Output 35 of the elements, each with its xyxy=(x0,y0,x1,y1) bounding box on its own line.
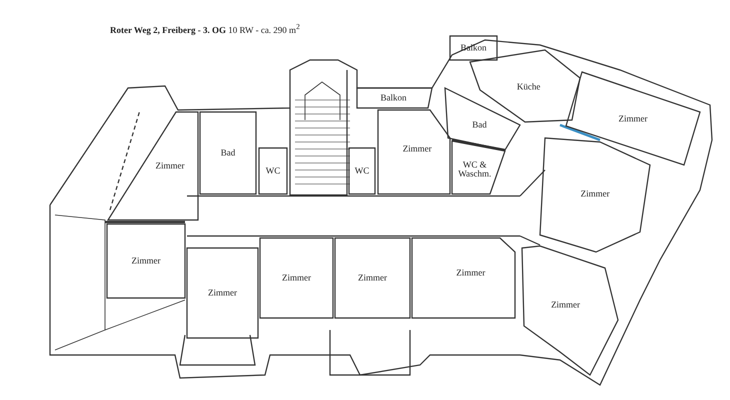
room-name: Zimmer xyxy=(456,268,486,278)
room-name: Balkon xyxy=(380,93,406,103)
room xyxy=(259,148,287,194)
room xyxy=(412,238,515,318)
room-name: WC & Waschm. xyxy=(457,160,492,180)
room-name: Zimmer xyxy=(208,288,237,298)
room-name: Zimmer xyxy=(156,161,184,171)
room-name: Küche xyxy=(516,82,540,92)
room xyxy=(200,112,256,194)
room-name: Zimmer xyxy=(618,114,648,124)
room-name: Zimmer xyxy=(132,256,160,266)
room xyxy=(540,138,650,252)
room xyxy=(522,246,618,375)
room-name: Zimmer xyxy=(551,300,580,310)
room-name: Zimmer xyxy=(580,189,610,199)
room xyxy=(108,112,198,220)
room xyxy=(378,110,450,194)
room xyxy=(357,88,432,108)
room xyxy=(260,238,333,318)
room-name: Zimmer xyxy=(402,144,432,154)
room-name: Bad xyxy=(472,120,487,130)
room xyxy=(470,50,580,122)
room xyxy=(445,88,520,150)
room xyxy=(349,148,375,194)
room-name: WC xyxy=(354,166,370,176)
room xyxy=(566,72,700,165)
room-name: Zimmer xyxy=(282,273,311,283)
room xyxy=(452,141,505,194)
room xyxy=(187,248,258,338)
room-name: Zimmer xyxy=(358,273,387,283)
room-name: Bad xyxy=(220,148,236,158)
room xyxy=(107,224,185,298)
plan-title: Roter Weg 2, Freiberg - 3. OG 10 RW - ca. 290 m$^{2}$ xyxy=(110,22,300,35)
room xyxy=(335,238,410,318)
room-name: WC xyxy=(264,166,282,176)
